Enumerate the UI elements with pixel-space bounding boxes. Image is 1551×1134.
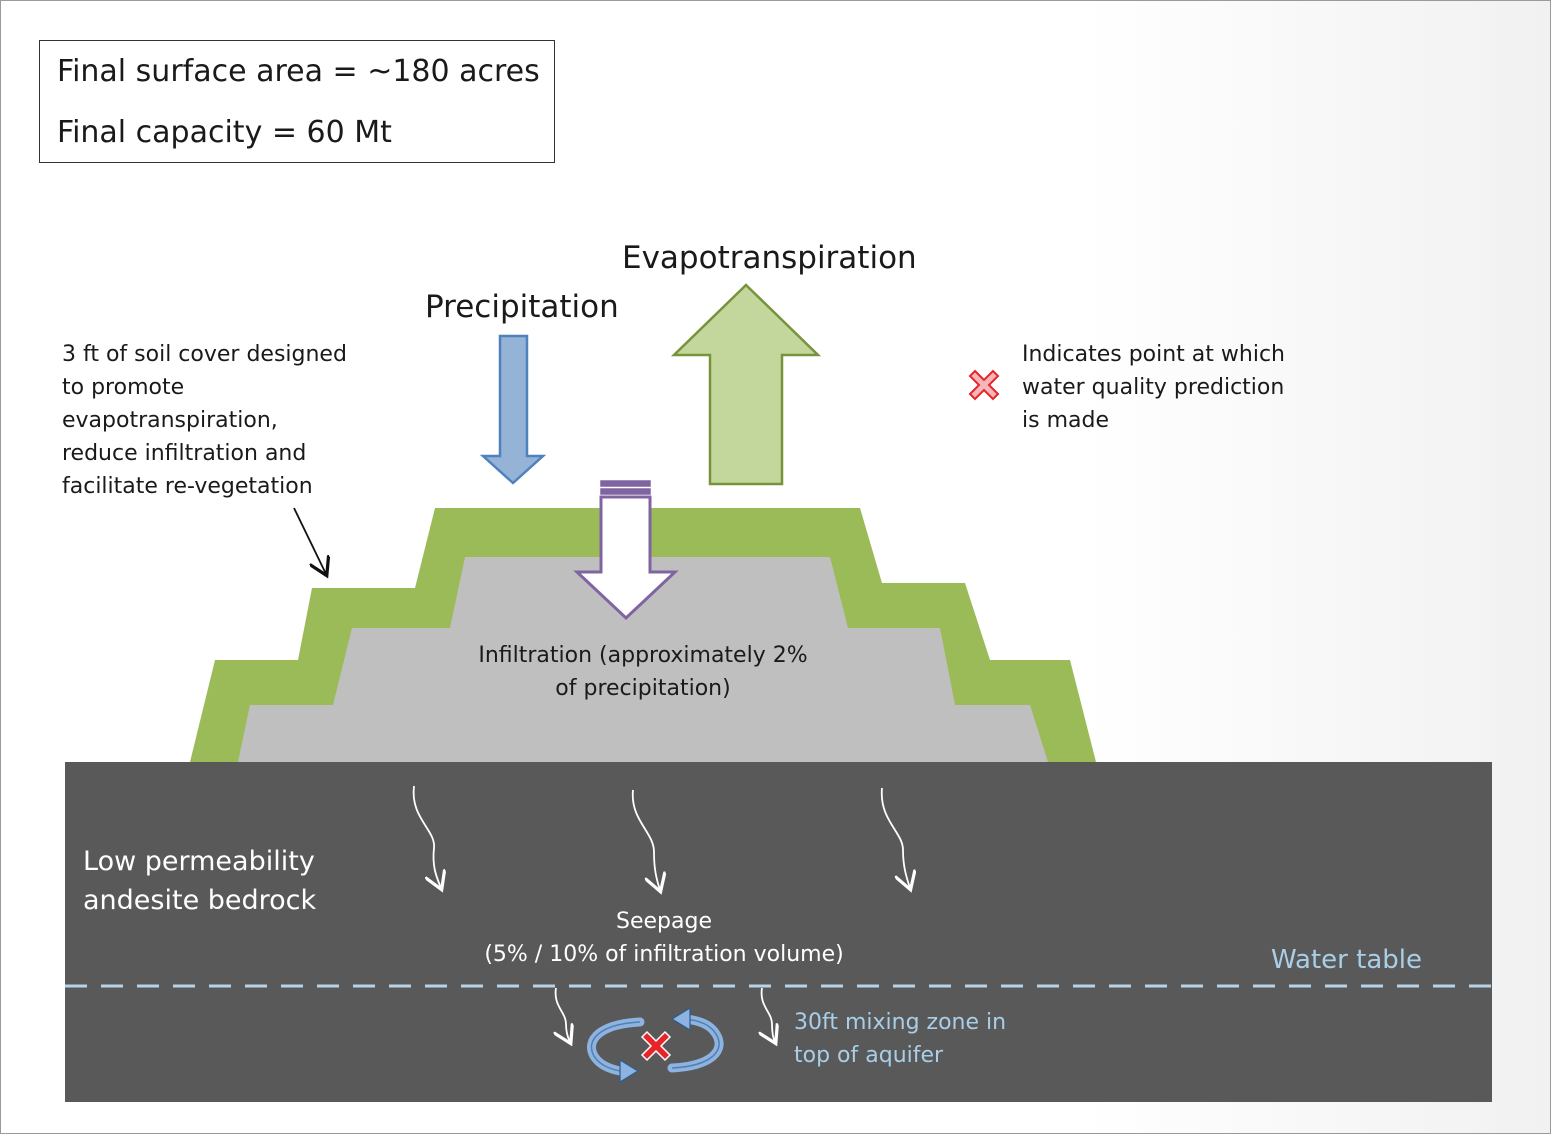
- wavy-arrow-icon: [556, 987, 570, 1042]
- soil-cover-annotation: 3 ft of soil cover designed to promote e…: [62, 342, 347, 499]
- precipitation-arrow-icon: [479, 334, 547, 485]
- wavy-arrow-icon: [412, 785, 441, 888]
- mixing-circular-arrows-icon: [587, 1006, 724, 1084]
- mixing-zone-label: 30ft mixing zone in top of aquifer: [794, 1010, 1007, 1068]
- evapotranspiration-label: Evapotranspiration: [622, 240, 917, 276]
- surface-area-text: Final surface area = ~180 acres: [57, 54, 540, 89]
- legend-text: Indicates point at which water quality p…: [1022, 342, 1285, 433]
- seepage-flow-arrows: [412, 785, 910, 1042]
- infiltration-arrow-icon: [573, 480, 679, 621]
- bedrock-label: Low permeability andesite bedrock: [83, 846, 317, 916]
- soil-cover-pointer-arrow: [293, 507, 326, 574]
- waste-rock-core: [238, 557, 1048, 762]
- infiltration-label: Infiltration (approximately 2% of precip…: [478, 643, 808, 701]
- wavy-arrow-icon: [881, 787, 910, 888]
- evapotranspiration-arrow-icon: [670, 283, 822, 486]
- prediction-point-x-cross-icon: [640, 1030, 672, 1062]
- seepage-label: Seepage (5% / 10% of infiltration volume…: [484, 909, 844, 967]
- info-box: Final surface area = ~180 acres Final ca…: [39, 40, 555, 163]
- precipitation-label: Precipitation: [425, 289, 619, 325]
- water-table-label: Water table: [1271, 945, 1422, 975]
- wavy-arrow-icon: [762, 987, 775, 1042]
- legend-x-cross-icon: [968, 369, 1000, 401]
- capacity-text: Final capacity = 60 Mt: [57, 115, 392, 150]
- wavy-arrow-icon: [632, 789, 660, 890]
